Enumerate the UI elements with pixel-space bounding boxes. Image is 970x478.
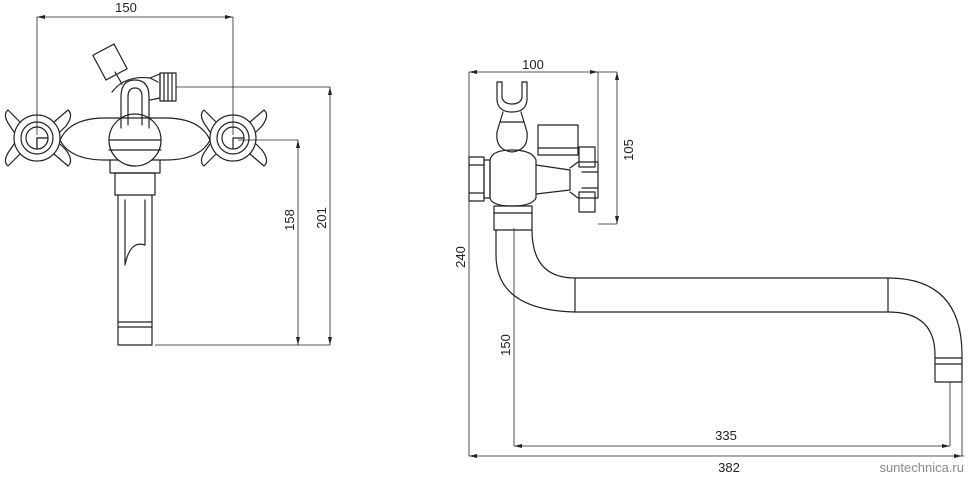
- side-spout-drop-dimension: 150: [498, 334, 513, 356]
- side-body-height-dimension: 105: [621, 139, 636, 161]
- front-total-height-dimension: 201: [314, 207, 329, 229]
- front-spout: [114, 172, 156, 346]
- front-view: [4, 43, 268, 346]
- front-right-handle: [200, 109, 268, 167]
- side-top-width-dimension: 100: [522, 57, 544, 72]
- side-total-length-dimension: 382: [718, 460, 740, 475]
- side-total-height-dimension: 240: [453, 246, 468, 268]
- front-left-handle: [4, 109, 72, 167]
- side-spout-reach-dimension: 335: [715, 428, 737, 443]
- side-view: [468, 81, 963, 383]
- front-width-dimension: 150: [115, 0, 137, 15]
- side-shower-holder: [496, 81, 528, 153]
- front-diverter: [92, 43, 177, 167]
- front-spout-height-dimension: 158: [282, 209, 297, 231]
- watermark: suntechnica.ru: [879, 460, 964, 475]
- side-spout: [495, 229, 963, 383]
- side-body: [468, 124, 599, 231]
